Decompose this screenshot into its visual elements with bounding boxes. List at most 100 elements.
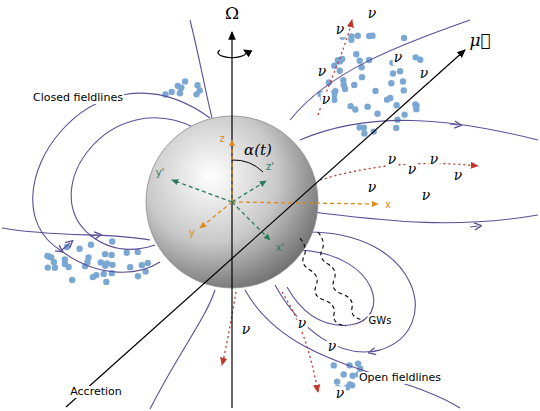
plasma-dot — [364, 103, 370, 109]
plasma-dot — [361, 125, 367, 131]
z-axis — [231, 140, 232, 202]
neutrino-symbol: ν — [453, 168, 464, 183]
region-label: Open fieldlines — [358, 372, 442, 384]
region-label: Closed fieldlines — [32, 92, 124, 104]
plasma-dot — [331, 362, 337, 368]
plasma-dot — [397, 68, 403, 74]
plasma-dot — [374, 110, 380, 116]
plasma-dot — [355, 33, 361, 39]
angle-arc — [232, 160, 263, 172]
y-prime-axis — [172, 180, 232, 202]
gravitational-waves — [300, 232, 364, 326]
neutrino-symbol: ν — [421, 188, 432, 203]
magnetic-moment-symbol: μ⃗ — [468, 31, 491, 50]
plasma-dot — [109, 262, 115, 268]
plasma-dot — [352, 106, 358, 112]
closed-fieldline — [287, 250, 374, 325]
plasma-dot — [413, 54, 419, 60]
plasma-dot — [124, 249, 130, 255]
open-fieldline — [190, 20, 212, 118]
rotation-arrow — [218, 50, 246, 58]
neutrino-symbol: ν — [321, 92, 332, 107]
neutrino-symbol: ν — [393, 50, 404, 65]
plasma-dot — [334, 378, 340, 384]
plasma-dot — [182, 78, 188, 84]
x-axis — [232, 202, 378, 204]
gw-wave — [300, 238, 346, 326]
plasma-dot — [76, 246, 82, 252]
open-fieldline — [2, 228, 150, 240]
plasma-dot — [357, 58, 363, 64]
plasma-dot — [359, 74, 365, 80]
plasma-dot — [361, 130, 367, 136]
neutrino-path — [282, 292, 318, 392]
plasma-dot — [355, 360, 361, 366]
plasma-dot — [353, 51, 359, 57]
plasma-dot — [44, 253, 50, 259]
axis-label: y — [188, 227, 196, 238]
plasma-dot — [62, 256, 68, 262]
plasma-dot — [337, 68, 343, 74]
plasma-dot — [168, 89, 174, 95]
plasma-dot — [45, 264, 51, 270]
plasma-dot — [127, 264, 133, 270]
rotation-axis — [231, 32, 232, 408]
plasma-dot — [85, 254, 91, 260]
plasma-dot — [388, 80, 394, 86]
neutrino-symbol: ν — [367, 6, 378, 21]
axis-label: y' — [155, 167, 166, 178]
axis-label: x' — [275, 242, 286, 253]
y-axis — [200, 202, 232, 228]
plasma-dot — [65, 264, 71, 270]
plasma-dots — [44, 32, 423, 391]
x-prime-axis — [232, 202, 270, 240]
neutrino-symbol: ν — [317, 64, 328, 79]
plasma-dot — [178, 85, 184, 91]
plasma-dot — [372, 88, 378, 94]
neutrino-symbol: ν — [241, 322, 252, 337]
plasma-dot — [102, 251, 108, 257]
axis-label: x — [384, 199, 392, 210]
axis-label: z — [218, 133, 225, 144]
open-fieldline — [300, 120, 538, 140]
plasma-dot — [109, 238, 115, 244]
neutrino-symbol: ν — [297, 316, 308, 331]
wave-label: GWs — [368, 315, 393, 326]
region-label: Accretion — [69, 386, 123, 398]
field-lines — [2, 20, 538, 409]
plasma-dot — [401, 111, 407, 117]
plasma-dot — [400, 78, 406, 84]
plasma-dot — [135, 273, 141, 279]
neutrino-symbol: ν — [335, 386, 346, 401]
plasma-dot — [401, 35, 407, 41]
neutrino-symbol: ν — [429, 152, 440, 167]
plasma-dot — [390, 70, 396, 76]
open-fieldline — [312, 212, 538, 223]
plasma-dot — [178, 84, 184, 90]
fieldline-arrow — [372, 350, 380, 352]
plasma-dot — [393, 102, 399, 108]
plasma-dot — [341, 82, 347, 88]
fieldline-arrow — [62, 243, 70, 250]
neutrino-symbol: ν — [387, 152, 398, 167]
plasma-dot — [98, 259, 104, 265]
plasma-dot — [193, 91, 199, 97]
fieldline-arrow — [90, 235, 98, 236]
neutrino-symbol: ν — [367, 180, 378, 195]
plasma-dot — [393, 125, 399, 131]
plasma-dot — [108, 252, 114, 258]
plasma-dot — [341, 371, 347, 377]
plasma-dot — [93, 272, 99, 278]
plasma-dot — [104, 260, 110, 266]
z-prime-axis — [232, 181, 266, 202]
gw-wave — [318, 232, 364, 320]
plasma-dot — [100, 271, 106, 277]
magnetic-axis — [66, 50, 465, 407]
neutrino-symbol: ν — [327, 339, 338, 354]
plasma-dot — [335, 58, 341, 64]
neutrino-path — [222, 292, 236, 365]
fieldline-arrow — [470, 226, 478, 227]
axis-label: z' — [265, 161, 275, 172]
